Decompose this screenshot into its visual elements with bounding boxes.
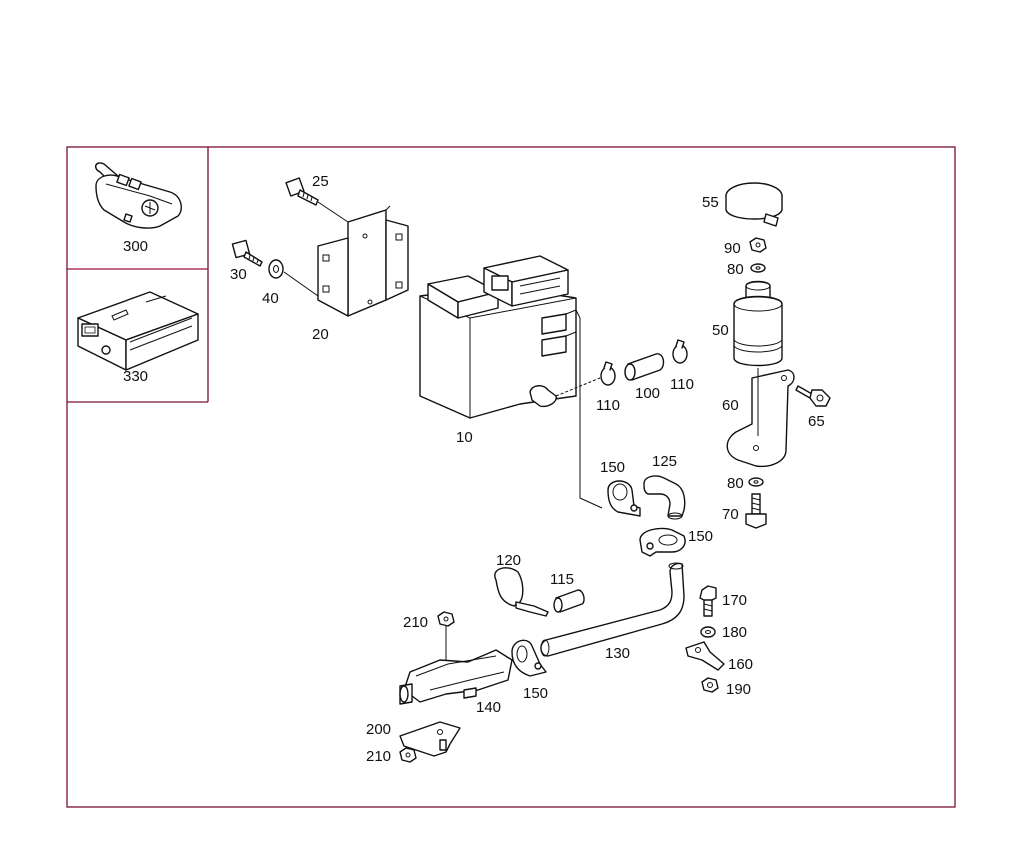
hose-100-part[interactable] [624,353,665,381]
nut-190-part[interactable] [701,677,719,693]
bolt-25-part[interactable] [285,177,319,206]
label-180: 180 [722,624,747,641]
washer-40-part[interactable] [268,259,284,279]
label-80a: 80 [727,261,744,278]
muffler-140-part[interactable] [399,649,513,705]
bolt-170-part[interactable] [699,585,717,617]
label-30: 30 [230,266,247,283]
label-150b: 150 [688,528,713,545]
label-300: 300 [123,238,148,255]
label-140: 140 [476,699,501,716]
label-65: 65 [808,413,825,430]
label-200: 200 [366,721,391,738]
label-40: 40 [262,290,279,307]
label-10: 10 [456,429,473,446]
hose-clamp-110b-part[interactable] [672,339,688,364]
leader-heater-fuel [575,309,603,509]
label-190: 190 [726,681,751,698]
leader-40 [283,271,319,297]
hose-clamp-110a-part[interactable] [600,361,616,386]
elbow-125-part[interactable] [643,475,686,520]
label-125: 125 [652,453,677,470]
label-20: 20 [312,326,329,343]
label-80b: 80 [727,475,744,492]
label-210a: 210 [403,614,428,631]
label-110b: 110 [670,376,694,393]
clamp-150a-part[interactable] [607,480,641,517]
label-50: 50 [712,322,729,339]
label-120: 120 [496,552,521,569]
label-160: 160 [728,656,753,673]
receiver-module-part[interactable] [77,291,199,371]
cable-tie-120-part[interactable] [494,567,549,617]
label-330: 330 [123,368,148,385]
leader-25 [317,201,349,223]
fuel-pump-50-part[interactable] [733,280,783,367]
label-110a: 110 [596,397,620,414]
label-170: 170 [722,592,747,609]
bolt-65-part[interactable] [795,385,831,407]
diagram-frame [66,146,956,808]
heater-unit-10-part[interactable] [419,255,577,419]
clamp-150b-part[interactable] [639,527,686,557]
sleeve-115-part[interactable] [553,589,585,613]
nut-210a-part[interactable] [437,611,455,627]
washer-80a-part[interactable] [750,263,766,273]
label-100: 100 [635,385,660,402]
washer-80b-part[interactable] [748,477,764,487]
label-150c: 150 [523,685,548,702]
washer-180-part[interactable] [700,626,716,638]
bracket-160-part[interactable] [685,641,725,671]
label-90: 90 [724,240,741,257]
bolt-70-part[interactable] [745,493,767,529]
label-55: 55 [702,194,719,211]
label-70: 70 [722,506,739,523]
plate-200-part[interactable] [399,721,461,757]
label-115: 115 [550,571,574,588]
label-210b: 210 [366,748,391,765]
bracket-20-part[interactable] [317,205,409,317]
nut-90-part[interactable] [749,237,767,253]
label-150a: 150 [600,459,625,476]
exhaust-pipe-130-part[interactable] [540,562,685,657]
label-25: 25 [312,173,329,190]
screw-30-part[interactable] [231,239,263,267]
remote-control-key-part[interactable] [94,162,182,229]
clamp-150c-part[interactable] [511,639,547,677]
label-130: 130 [605,645,630,662]
pump-bracket-60-part[interactable] [726,369,795,468]
leader-heater-outlet [555,377,601,397]
label-60: 60 [722,397,739,414]
nut-210b-part[interactable] [399,747,417,763]
clamp-55-part[interactable] [725,182,783,227]
